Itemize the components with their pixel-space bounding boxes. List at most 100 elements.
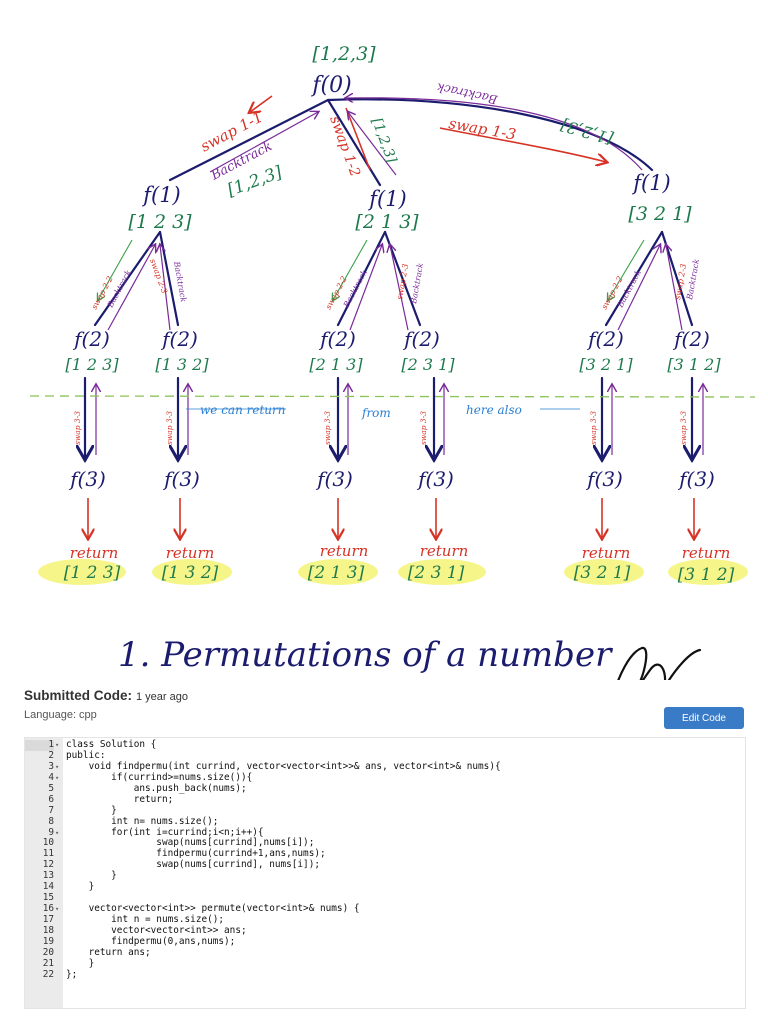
signature [617, 646, 702, 680]
swap-3-3-label-6: swap 3-3 [679, 411, 688, 445]
return-label-5: return [582, 544, 631, 562]
line-number: 16 [42, 903, 54, 915]
result-6: [3 1 2] [678, 565, 735, 585]
l2-arr-3: [2 1 3] [309, 355, 363, 374]
result-3: [2 1 3] [308, 563, 365, 583]
line-number: 11 [42, 848, 54, 860]
line-number: 9 [48, 826, 54, 838]
return-label-2: return [166, 544, 215, 562]
line-number: 10 [42, 837, 54, 849]
l2-call-1: f(2) [72, 327, 110, 351]
fold-toggle-icon[interactable]: ▾ [55, 773, 60, 782]
swap-3-3-label-2: swap 3-3 [165, 411, 174, 445]
code-line[interactable]: 19 findpermu(0,ans,nums); [25, 935, 745, 948]
fold-toggle-icon[interactable]: ▾ [55, 741, 60, 749]
backtrack-arrows [96, 98, 703, 455]
code-text: class Solution { [66, 739, 157, 750]
page-title: 1. Permutations of a number [118, 635, 613, 675]
l1-call-1: f(1) [141, 183, 181, 207]
line-number: 13 [42, 870, 54, 882]
code-line[interactable]: 20 return ans; [25, 946, 745, 959]
code-text: } [66, 881, 95, 893]
code-line[interactable]: 5 ans.push_back(nums); [25, 783, 745, 795]
code-line[interactable]: 16▾ vector<vector<int>> permute(vector<i… [25, 903, 745, 915]
code-text: for(int i=currind;i<n;i++){ [66, 826, 264, 838]
code-text: void findpermu(int currind, vector<vecto… [66, 760, 501, 772]
l3-call-5: f(3) [585, 467, 623, 491]
code-line[interactable]: 10 swap(nums[currind],nums[i]); [25, 837, 745, 849]
code-line[interactable]: 21 } [25, 957, 745, 970]
code-text: } [66, 957, 95, 969]
backtrack-small-5: Backtrack [615, 268, 643, 310]
code-line[interactable]: 7 } [25, 804, 745, 817]
code-text: int n = nums.size(); [66, 914, 225, 925]
line-number: 4 [48, 771, 54, 783]
backtrack-right-arr: [1,2,3] [558, 115, 615, 148]
line-number: 18 [42, 924, 54, 936]
fold-toggle-icon[interactable]: ▾ [55, 762, 60, 771]
l2-arr-2: [1 3 2] [155, 355, 209, 374]
code-line[interactable]: 13 } [25, 870, 745, 882]
code-line[interactable]: 22}; [25, 968, 745, 981]
line-number: 2 [48, 749, 54, 761]
swap-3-3-label-3: swap 3-3 [323, 411, 332, 445]
code-text: }; [66, 968, 78, 980]
code-text: } [66, 804, 117, 816]
code-text: int n= nums.size(); [66, 815, 219, 827]
code-line[interactable]: 3▾ void findpermu(int currind, vector<ve… [25, 760, 745, 773]
note-we-can-return: we can return [200, 403, 285, 417]
line-number: 7 [48, 804, 54, 816]
swap-3-3-label-1: swap 3-3 [73, 411, 82, 445]
code-line[interactable]: 17 int n = nums.size(); [25, 914, 745, 926]
backtrack-mid-arr: [1,2,3] [368, 116, 399, 166]
code-line[interactable]: 9▾ for(int i=currind;i<n;i++){ [25, 826, 745, 839]
line-number: 3 [48, 760, 54, 772]
swap-arrows [98, 239, 645, 300]
code-text: vector<vector<int>> permute(vector<int>&… [66, 903, 360, 915]
return-label-1: return [70, 544, 119, 562]
l1-arr-1: [1 2 3] [128, 211, 192, 233]
line-number: 6 [48, 793, 54, 805]
result-2: [1 3 2] [162, 563, 219, 583]
code-text: swap(nums[currind], nums[i]); [66, 859, 320, 871]
l1-arr-2: [2 1 3] [355, 211, 419, 233]
l2-arr-4: [2 3 1] [401, 355, 455, 374]
code-line[interactable]: 11 findpermu(currind+1,ans,nums); [25, 848, 745, 860]
code-line[interactable]: 1▾class Solution { [25, 739, 745, 751]
return-label-3: return [320, 542, 369, 560]
swap-3-3-label-5: swap 3-3 [589, 411, 598, 445]
l3-call-4: f(3) [416, 467, 454, 491]
l3-call-3: f(3) [315, 467, 353, 491]
return-early-dashed-line [29, 395, 756, 398]
swap-1-3-label: swap 1-3 [447, 114, 517, 144]
submitted-time: 1 year ago [136, 691, 188, 703]
code-line[interactable]: 12 swap(nums[currind], nums[i]); [25, 859, 745, 871]
fold-toggle-icon[interactable]: ▾ [55, 905, 60, 914]
code-text: swap(nums[currind],nums[i]); [66, 837, 315, 849]
note-from: from [361, 406, 391, 420]
fold-toggle-icon[interactable]: ▾ [55, 828, 60, 837]
code-line[interactable]: 4▾ if(currind>=nums.size()){ [25, 771, 745, 784]
code-text: return ans; [66, 946, 151, 958]
l3-call-1: f(3) [68, 467, 106, 491]
code-line[interactable]: 14 } [25, 881, 745, 893]
line-number: 22 [42, 968, 54, 980]
l3-call-2: f(3) [162, 467, 200, 491]
code-line[interactable]: 8 int n= nums.size(); [25, 815, 745, 828]
l3-call-6: f(3) [677, 467, 715, 491]
return-label-6: return [682, 544, 731, 562]
backtrack-small-2: Backtrack [172, 260, 188, 303]
line-number: 19 [42, 935, 54, 947]
line-number: 14 [42, 881, 54, 893]
line-number: 8 [48, 815, 54, 827]
l2-call-3: f(2) [318, 327, 356, 351]
edit-code-button[interactable]: Edit Code [664, 707, 744, 729]
code-line[interactable]: 6 return; [25, 793, 745, 806]
l2-arr-1: [1 2 3] [65, 355, 119, 374]
code-line[interactable]: 18 vector<vector<int>> ans; [25, 924, 745, 937]
code-line[interactable]: 15 [25, 892, 745, 904]
l1-call-2: f(1) [367, 187, 407, 211]
